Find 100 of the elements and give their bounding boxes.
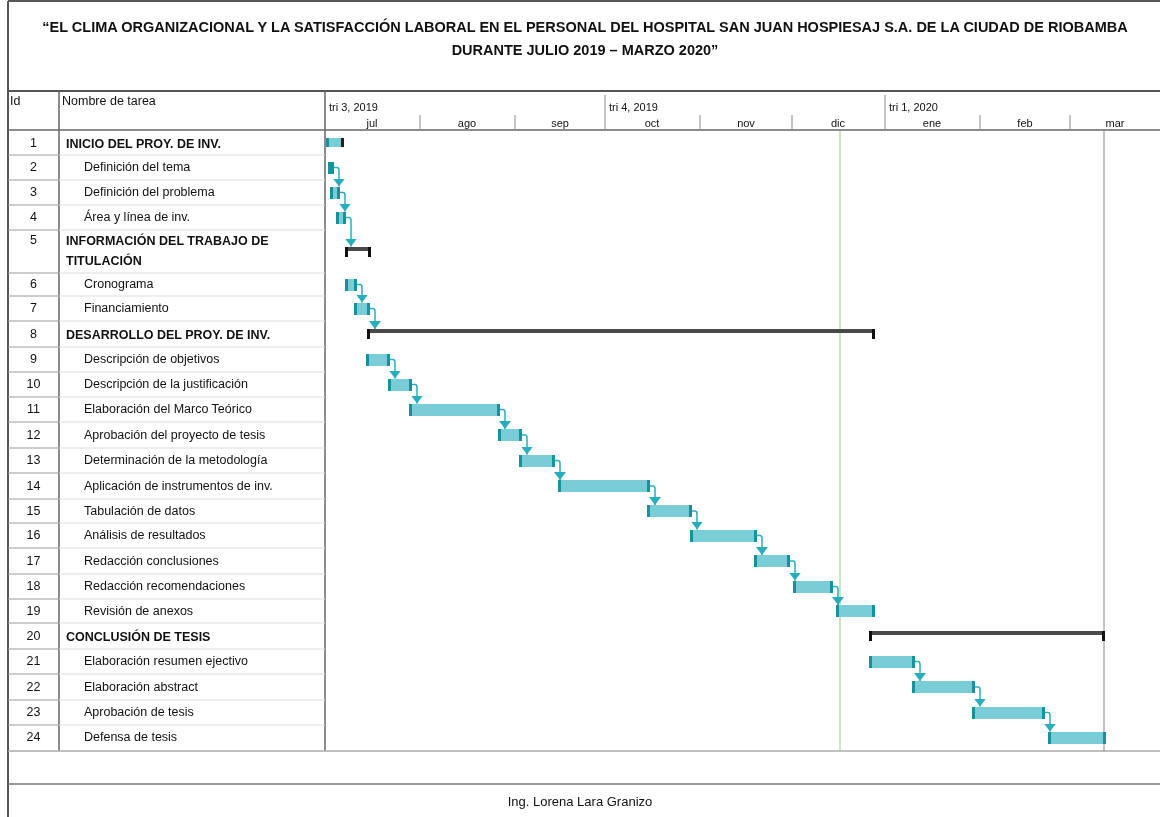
task-bar bbox=[366, 353, 390, 366]
task-bar bbox=[345, 278, 357, 291]
task-name: INICIO DEL PROY. DE INV. bbox=[66, 135, 222, 153]
dependency-arrow bbox=[554, 459, 566, 481]
timescale-label: dic bbox=[830, 117, 846, 130]
dependency-arrow bbox=[339, 191, 351, 213]
task-bar bbox=[336, 211, 346, 224]
dependency-arrow bbox=[356, 283, 368, 304]
task-id: 5 bbox=[29, 233, 38, 248]
task-name: Aprobación del proyecto de tesis bbox=[84, 427, 266, 443]
task-name: Elaboración abstract bbox=[84, 679, 198, 695]
task-bar bbox=[328, 161, 334, 174]
task-bar bbox=[330, 186, 340, 199]
task-name: INFORMACIÓN DEL TRABAJO DE TITULACIÓN bbox=[66, 232, 270, 270]
task-name: Defensa de tesis bbox=[84, 730, 178, 745]
timescale-label: sep bbox=[551, 117, 569, 130]
task-name: Cronograma bbox=[84, 277, 154, 292]
task-bar bbox=[793, 580, 833, 593]
timescale-label: jul bbox=[366, 117, 378, 130]
task-id: 16 bbox=[25, 528, 42, 543]
task-id: 20 bbox=[25, 628, 42, 644]
task-name: Descripción de la justificación bbox=[84, 377, 248, 392]
task-name: Elaboración resumen ejectivo bbox=[84, 654, 248, 669]
timescale-label: mar bbox=[1105, 117, 1125, 130]
task-name: Elaboración del Marco Teórico bbox=[84, 402, 252, 417]
summary-bar bbox=[367, 329, 875, 339]
task-bar bbox=[519, 454, 555, 467]
task-id: 6 bbox=[29, 277, 38, 292]
task-bar bbox=[836, 605, 875, 617]
task-id: 2 bbox=[29, 160, 38, 175]
task-name: CONCLUSIÓN DE TESIS bbox=[66, 628, 212, 646]
task-bar bbox=[409, 403, 500, 416]
task-name: DESARROLLO DEL PROY. DE INV. bbox=[66, 326, 272, 344]
timescale-label: tri 4, 2019 bbox=[609, 101, 658, 114]
task-name: Definición del problema bbox=[84, 185, 215, 200]
task-bar bbox=[388, 378, 412, 391]
dependency-arrow bbox=[974, 686, 986, 708]
task-name: Definición del tema bbox=[84, 160, 191, 175]
task-bar bbox=[972, 706, 1045, 719]
title: “EL CLIMA ORGANIZACIONAL Y LA SATISFACCIÓN LABORAL EN EL PERSONAL DEL HOSPITAL SAN JUAN HOSPIESAJ S.A. DE LA CIUDAD DE RIOBAMBA DURANTE JULIO 2019 – MARZO 2020” bbox=[41, 17, 1129, 60]
dependency-arrow bbox=[411, 383, 423, 405]
timescale-label: tri 3, 2019 bbox=[329, 101, 378, 114]
author-name: Ing. Lorena Lara Granizo bbox=[507, 794, 653, 809]
task-id: 21 bbox=[25, 654, 42, 669]
column-header: Id bbox=[10, 94, 21, 109]
task-id: 8 bbox=[29, 326, 38, 342]
dependency-arrow bbox=[789, 560, 801, 582]
summary-bar bbox=[345, 246, 371, 257]
dependency-arrow bbox=[389, 358, 401, 380]
task-id: 18 bbox=[25, 579, 42, 594]
task-bar bbox=[498, 429, 522, 441]
timescale-label: ene bbox=[922, 117, 942, 130]
task-bar bbox=[1048, 731, 1106, 744]
dependency-arrow bbox=[756, 534, 768, 556]
task-id: 3 bbox=[29, 185, 38, 200]
task-name: Tabulación de datos bbox=[84, 503, 196, 519]
task-bar bbox=[647, 505, 692, 517]
task-id: 22 bbox=[25, 679, 42, 695]
dependency-arrow bbox=[649, 485, 661, 506]
task-id: 19 bbox=[25, 603, 42, 619]
task-name: Área y línea de inv. bbox=[84, 210, 191, 225]
task-bar bbox=[558, 480, 650, 492]
task-id: 1 bbox=[29, 135, 38, 151]
task-name: Análisis de resultados bbox=[84, 528, 206, 543]
task-name: Aplicación de instrumentos de inv. bbox=[84, 478, 273, 494]
task-name: Descripción de objetivos bbox=[84, 352, 220, 367]
task-name: Redacción recomendaciones bbox=[84, 579, 246, 594]
dependency-arrow bbox=[521, 434, 533, 456]
task-id: 13 bbox=[25, 453, 42, 468]
task-id: 24 bbox=[25, 730, 42, 745]
task-id: 11 bbox=[26, 402, 41, 417]
task-id: 7 bbox=[29, 301, 38, 316]
task-id: 4 bbox=[29, 210, 38, 225]
timescale-label: oct bbox=[644, 117, 660, 130]
task-bar bbox=[869, 655, 915, 668]
dependency-arrow bbox=[1044, 711, 1056, 733]
task-bar bbox=[354, 302, 370, 315]
task-bar bbox=[690, 529, 757, 542]
summary-bar bbox=[869, 631, 1105, 641]
task-bar bbox=[326, 138, 344, 147]
task-bar bbox=[754, 555, 790, 567]
dependency-arrow bbox=[499, 408, 511, 430]
task-id: 14 bbox=[25, 478, 42, 494]
timescale-label: nov bbox=[737, 117, 755, 130]
task-id: 12 bbox=[25, 427, 42, 443]
task-name: Aprobación de tesis bbox=[84, 705, 194, 720]
task-name: Financiamiento bbox=[84, 301, 169, 316]
task-name: Determinación de la metodología bbox=[84, 453, 268, 468]
timescale-label: ago bbox=[457, 117, 477, 130]
task-bar bbox=[912, 681, 975, 693]
timescale-label: feb bbox=[1017, 117, 1033, 130]
task-name: Redacción conclusiones bbox=[84, 553, 219, 569]
dependency-arrow bbox=[333, 166, 345, 188]
timescale-label: tri 1, 2020 bbox=[889, 101, 938, 114]
task-id: 15 bbox=[25, 503, 42, 519]
dependency-arrow bbox=[832, 585, 844, 606]
task-name: Revisión de anexos bbox=[84, 603, 194, 619]
dependency-arrow bbox=[914, 660, 926, 682]
dependency-arrow bbox=[369, 307, 381, 330]
task-id: 23 bbox=[25, 705, 42, 720]
